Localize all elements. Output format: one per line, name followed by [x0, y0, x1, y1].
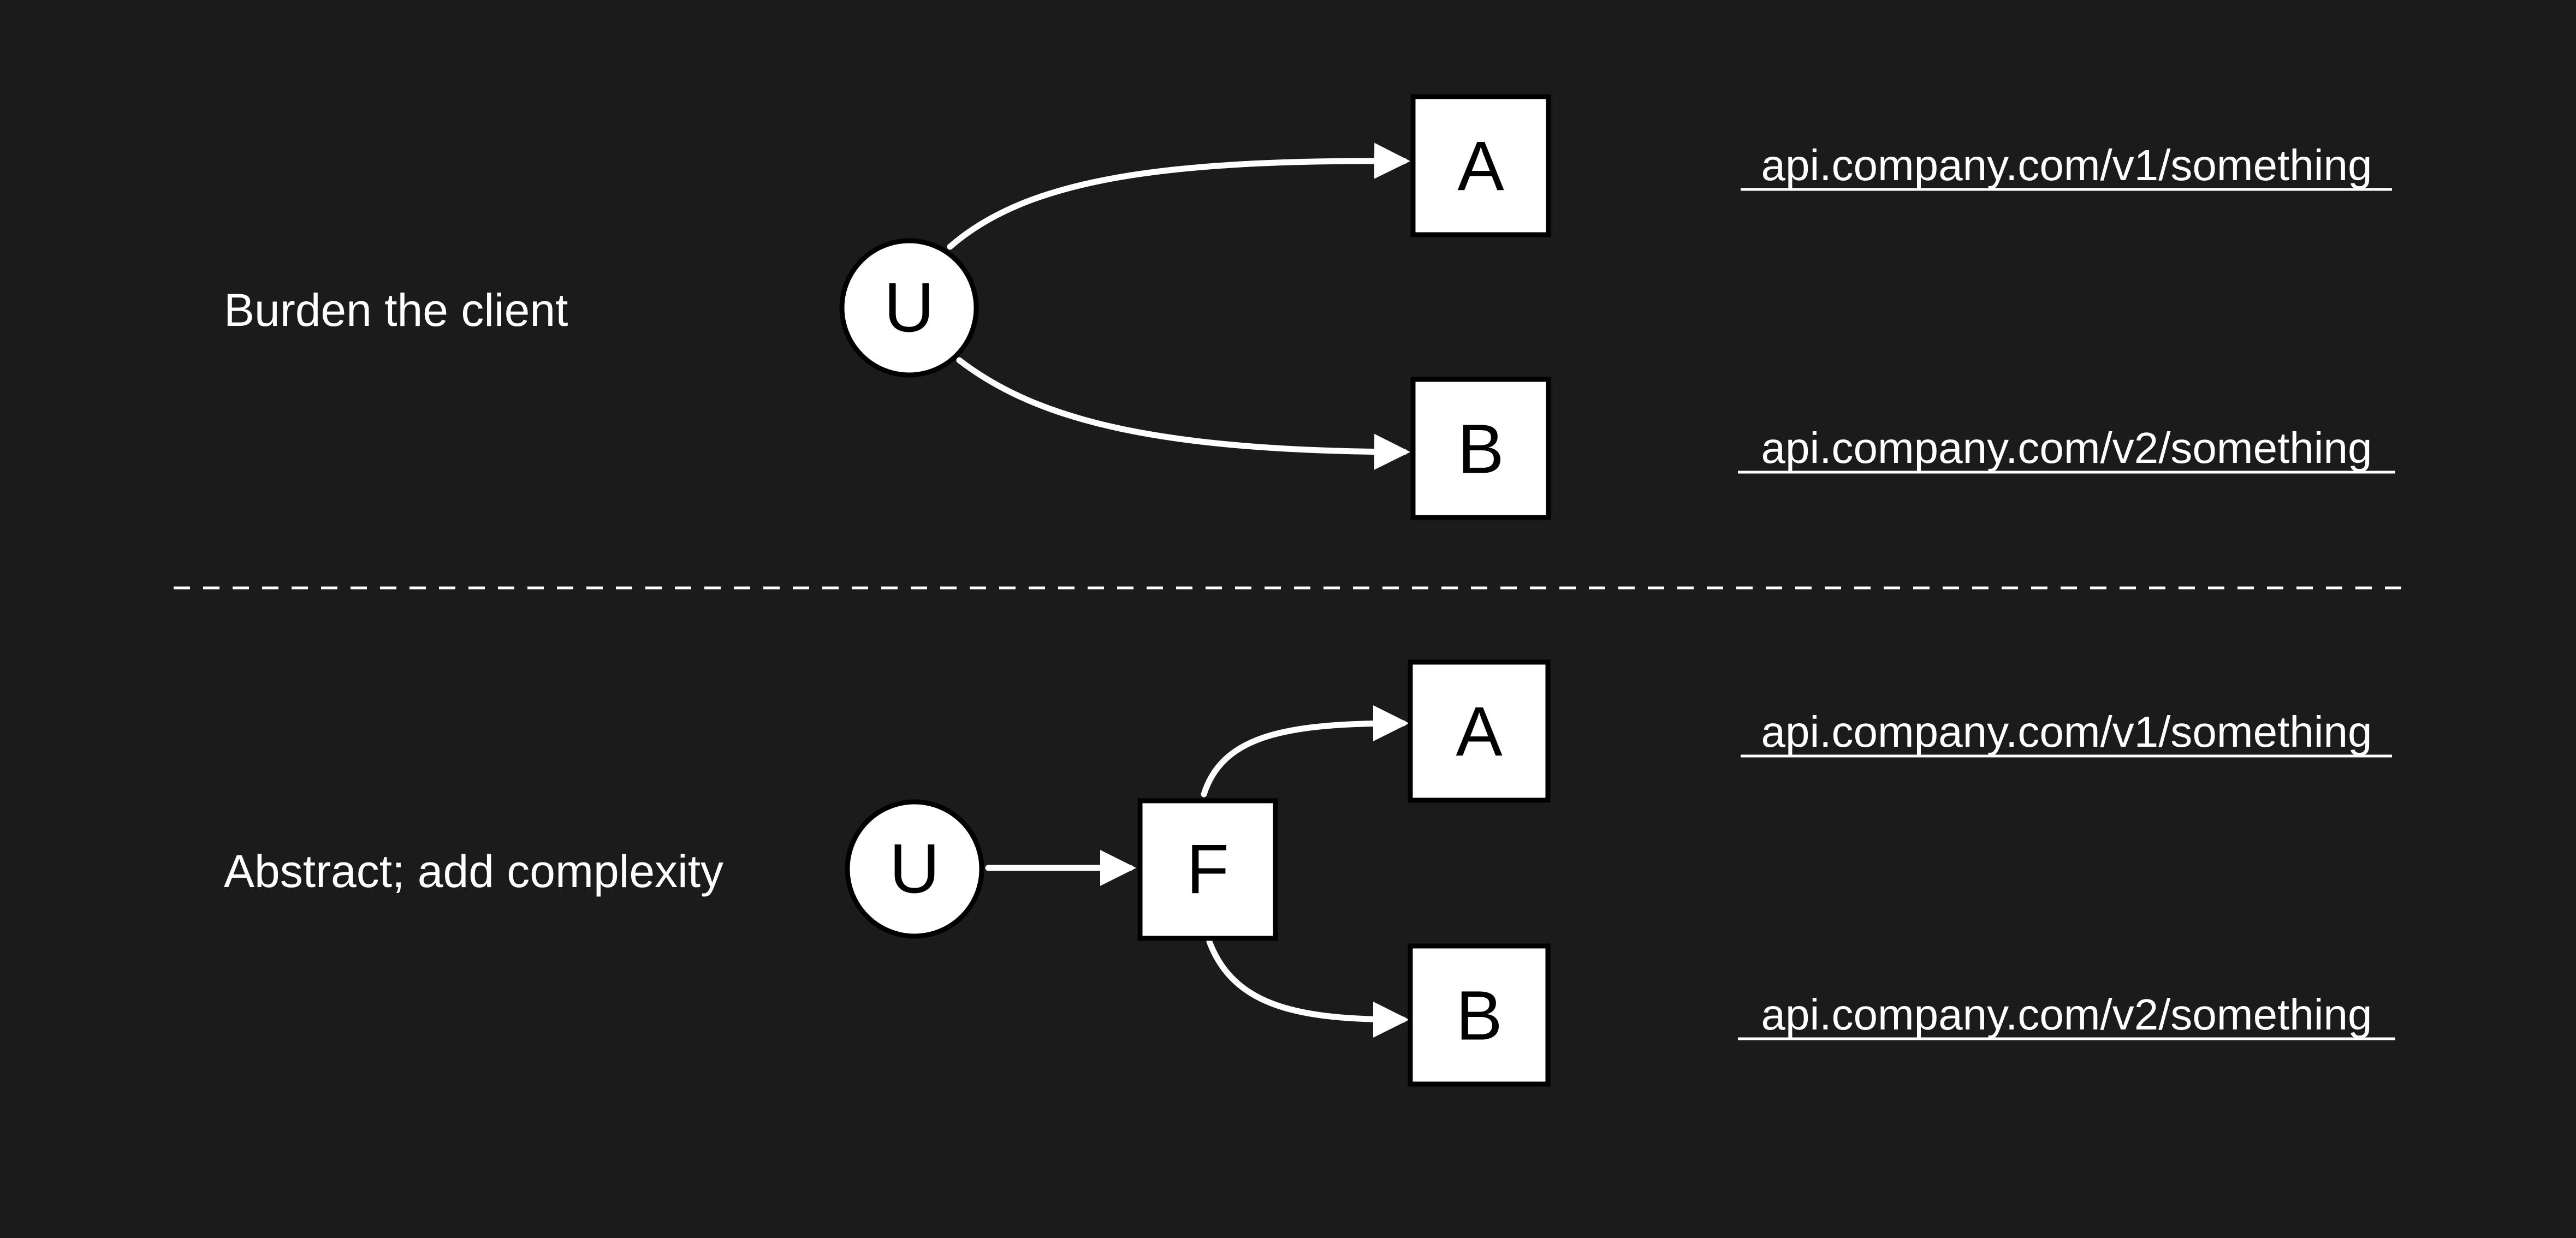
node-user-label: U	[889, 830, 940, 908]
node-service-b-label: B	[1456, 977, 1502, 1055]
section-abstract-complexity: Abstract; add complexity U F A B api.com…	[224, 659, 2395, 1087]
url-text-v1[interactable]: api.company.com/v1/something	[1761, 141, 2372, 189]
url-link-v2[interactable]: api.company.com/v2/something	[1738, 424, 2395, 474]
node-user: U	[839, 238, 979, 378]
node-service-b: B	[1410, 377, 1551, 520]
node-user: U	[845, 799, 984, 939]
node-service-a-label: A	[1457, 128, 1504, 206]
url-text-v1[interactable]: api.company.com/v1/something	[1761, 707, 2372, 756]
node-facade: F	[1137, 798, 1278, 941]
edge-u-to-b	[956, 357, 1410, 470]
url-link-v2[interactable]: api.company.com/v2/something	[1738, 990, 2395, 1040]
node-service-a: A	[1410, 94, 1551, 237]
url-text-v2[interactable]: api.company.com/v2/something	[1761, 424, 2372, 472]
node-facade-box	[1137, 798, 1278, 941]
node-service-b: B	[1408, 943, 1551, 1087]
node-service-b-box	[1410, 377, 1551, 520]
section-label-abstract: Abstract; add complexity	[224, 846, 723, 897]
url-link-v1[interactable]: api.company.com/v1/something	[1741, 141, 2392, 191]
edge-f-to-b	[1206, 938, 1409, 1038]
edge-u-to-a	[947, 142, 1410, 250]
node-user-circle	[839, 238, 979, 378]
node-user-label: U	[884, 269, 934, 347]
url-link-v1[interactable]: api.company.com/v1/something	[1741, 707, 2392, 758]
edge-f-to-a	[1201, 705, 1409, 797]
node-user-circle	[845, 799, 984, 939]
url-text-v2[interactable]: api.company.com/v2/something	[1761, 990, 2372, 1039]
node-service-b-box	[1408, 943, 1551, 1087]
node-service-a-label: A	[1456, 693, 1503, 771]
node-service-b-label: B	[1457, 410, 1504, 489]
node-service-a-box	[1410, 94, 1551, 237]
node-facade-label: F	[1186, 831, 1229, 909]
section-burden-client: Burden the client U A B api.company.com/…	[224, 94, 2395, 520]
node-service-a-box	[1408, 659, 1551, 803]
section-label-burden-client: Burden the client	[224, 284, 568, 336]
node-service-a: A	[1408, 659, 1551, 803]
